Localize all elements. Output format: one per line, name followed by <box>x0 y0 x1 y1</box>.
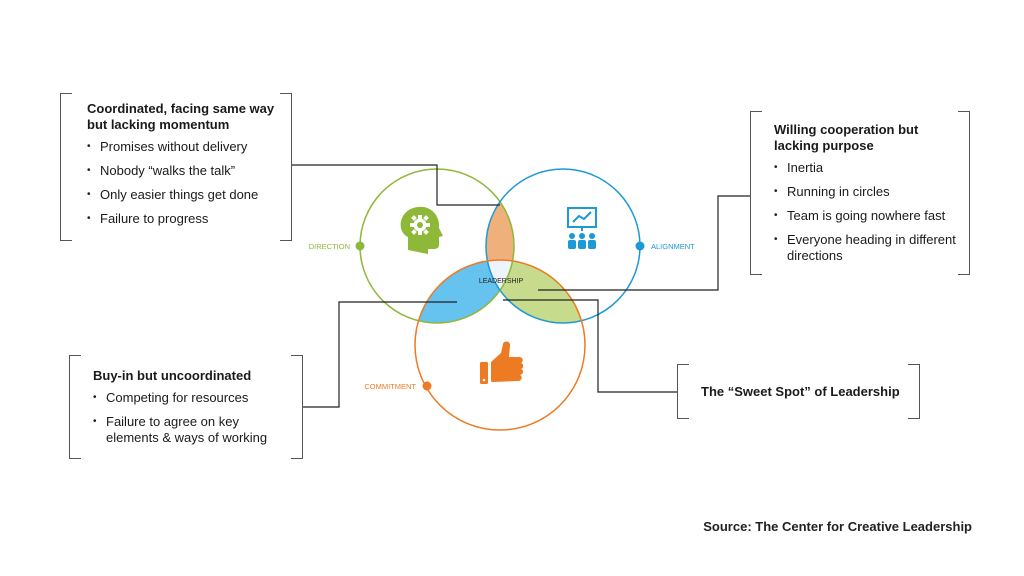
thumbs-up-icon <box>480 341 524 384</box>
overlap-alignment-commitment <box>486 260 585 323</box>
presentation-team-icon <box>567 207 597 249</box>
alignment-label: ALIGNMENT <box>651 242 695 251</box>
callout-buy-in: Buy-in but uncoordinated Competing for r… <box>69 355 303 459</box>
leader-line-top-right <box>538 195 750 291</box>
commitment-label: COMMITMENT <box>364 382 416 391</box>
callout-sweet-spot: The “Sweet Spot” of Leadership <box>677 364 920 419</box>
list-item: Nobody “walks the talk” <box>87 163 278 179</box>
callout-title: The “Sweet Spot” of Leadership <box>701 384 900 399</box>
head-gear-icon <box>400 206 443 254</box>
commitment-dot <box>422 381 432 391</box>
callout-title: Willing cooperation but lacking purpose <box>774 122 919 153</box>
list-item: Everyone heading in different directions <box>774 232 956 264</box>
list-item: Failure to progress <box>87 211 278 227</box>
callout-willing-cooperation: Willing cooperation but lacking purpose … <box>750 111 970 275</box>
source-citation: Source: The Center for Creative Leadersh… <box>703 519 972 534</box>
list-item: Team is going nowhere fast <box>774 208 956 224</box>
list-item: Failure to agree on key elements & ways … <box>93 414 289 446</box>
list-item: Competing for resources <box>93 390 289 406</box>
leader-line-top-left <box>292 164 500 206</box>
leader-lines <box>292 164 750 408</box>
commitment-circle <box>414 259 586 431</box>
callout-title: Buy-in but uncoordinated <box>93 368 252 383</box>
direction-label: DIRECTION <box>309 242 350 251</box>
callout-title: Coordinated, facing same way but lacking… <box>87 101 275 132</box>
leader-line-bottom-left <box>303 301 457 408</box>
list-item: Only easier things get done <box>87 187 278 203</box>
direction-dot <box>355 241 365 251</box>
list-item: Promises without delivery <box>87 139 278 155</box>
list-item: Running in circles <box>774 184 956 200</box>
center-label: LEADERSHIP <box>479 278 524 285</box>
alignment-dot <box>635 241 645 251</box>
callout-coordinated: Coordinated, facing same way but lacking… <box>60 93 292 241</box>
overlap-direction-commitment <box>415 260 514 323</box>
leader-line-bottom-right <box>503 299 677 393</box>
list-item: Inertia <box>774 160 956 176</box>
